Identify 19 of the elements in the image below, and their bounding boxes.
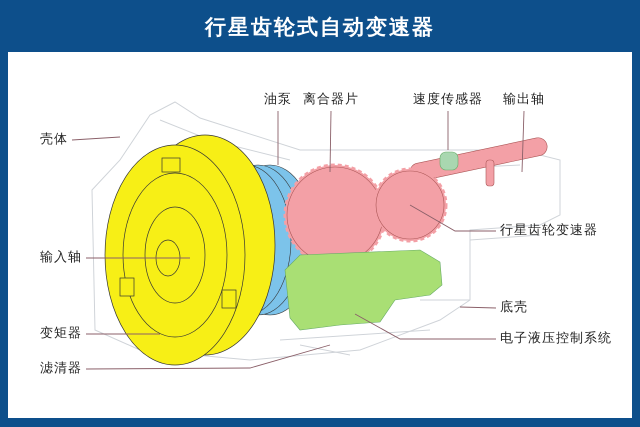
leader-line: [354, 314, 496, 340]
part-label: 输入轴: [40, 249, 82, 267]
leader-line: [330, 110, 332, 172]
part-label: 壳体: [40, 131, 68, 149]
leader-line: [410, 204, 496, 232]
part-label: 速度传感器: [413, 91, 483, 109]
part-label: 滤清器: [40, 360, 82, 378]
leader-line: [522, 110, 524, 172]
part-label: 变矩器: [40, 325, 82, 343]
leader-line: [72, 136, 120, 140]
part-label: 底壳: [500, 299, 528, 317]
part-label: 油泵: [264, 91, 292, 109]
diagram-title: 行星齿轮式自动变速器: [205, 14, 435, 41]
leader-line: [86, 344, 330, 370]
leader-line: [460, 306, 496, 308]
part-label: 输出轴: [503, 91, 545, 109]
part-label: 离合器片: [303, 91, 359, 109]
part-label: 行星齿轮变速器: [500, 222, 598, 240]
part-label: 电子液压控制系统: [500, 330, 612, 348]
